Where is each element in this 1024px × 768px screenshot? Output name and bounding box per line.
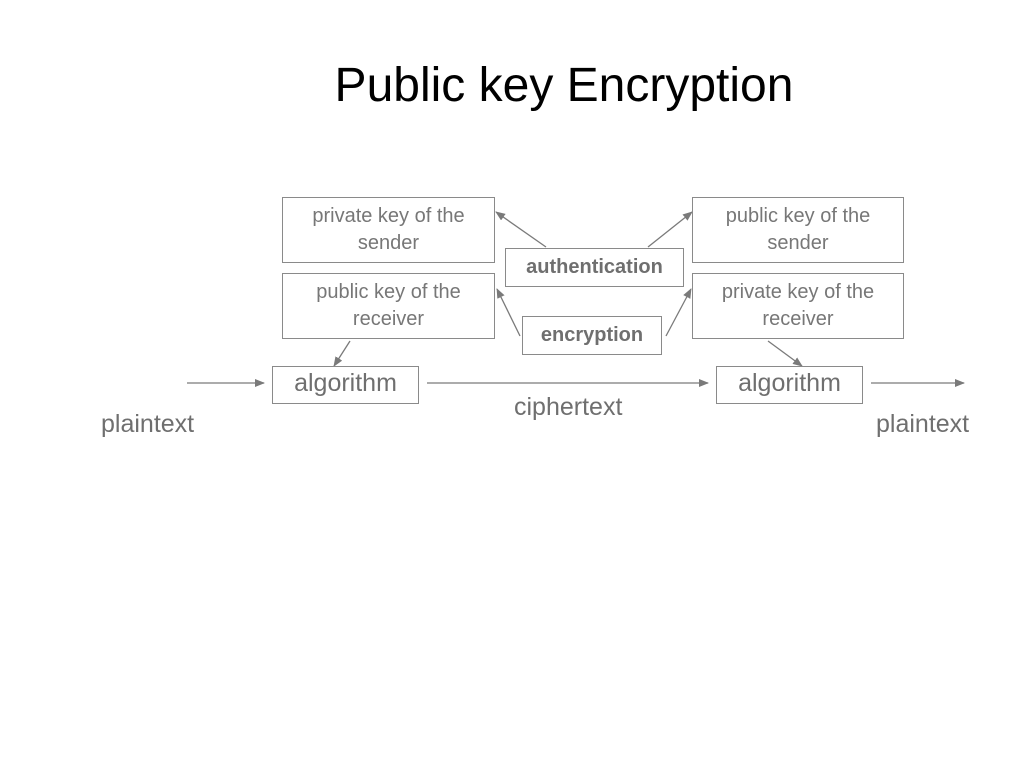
arrow-auth-to-public-sender: [647, 211, 693, 248]
algorithm-right-label: algorithm: [738, 369, 841, 397]
page-title: Public key Encryption: [334, 59, 794, 112]
public-key-sender-box: public key of the sender: [692, 197, 904, 263]
algorithm-left-box: algorithm: [272, 366, 419, 404]
public-key-sender-label: public key of the sender: [725, 205, 871, 254]
ciphertext-label: ciphertext: [514, 393, 623, 421]
algorithm-left-label: algorithm: [294, 369, 397, 397]
encryption-label: encryption: [540, 324, 644, 346]
authentication-label: authentication: [526, 256, 663, 278]
public-key-receiver-box: public key of the receiver: [282, 273, 495, 339]
public-key-receiver-label: public key of the receiver: [316, 281, 461, 330]
private-key-receiver-box: private key of the receiver: [692, 273, 904, 339]
plaintext-right-label: plaintext: [876, 410, 970, 438]
algorithm-right-box: algorithm: [716, 366, 863, 404]
arrow-key-to-right-algorithm: [767, 340, 803, 367]
arrow-enc-to-private-receiver: [665, 288, 692, 337]
private-key-sender-label: private key of the sender: [312, 205, 465, 254]
plaintext-left-label: plaintext: [101, 410, 195, 438]
arrow-enc-to-public-receiver: [496, 288, 521, 337]
private-key-receiver-label: private key of the receiver: [721, 281, 875, 330]
private-key-sender-box: private key of the sender: [282, 197, 495, 263]
arrow-auth-to-private-sender: [495, 211, 547, 248]
encryption-box: encryption: [522, 316, 662, 355]
arrow-key-to-left-algorithm: [333, 340, 351, 367]
authentication-box: authentication: [505, 248, 684, 287]
